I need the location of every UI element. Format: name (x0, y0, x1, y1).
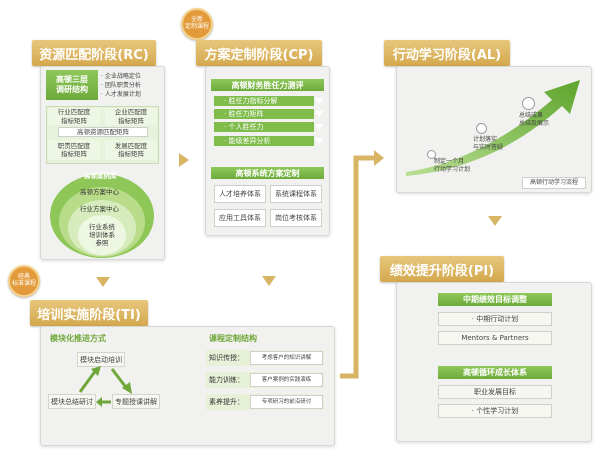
flow-connector-ti-al (340, 150, 384, 379)
al-milestone-dot (476, 123, 487, 134)
al-stage-title: 行动学习阶段(AL) (384, 40, 510, 66)
cp-system-header: 高顿系统方案定制 (211, 167, 324, 179)
ti-custom-row-label: 知识传授： (209, 354, 244, 362)
rc-bullet: · 人才发展计划 (101, 91, 141, 98)
rc-matrix-cell: 企业匹配度 指标矩阵 (105, 108, 157, 125)
cp-assessment-item: · 胜任力指标分解 (214, 96, 314, 106)
ti-custom-row-label: 素养提升： (209, 398, 244, 406)
rc-ring-label: 行业系统 培训体系 参照 (89, 223, 115, 247)
ti-cycle-step: 专题授课讲解 (112, 394, 160, 409)
rc-ring-label: 行业方案中心 (80, 205, 119, 213)
ti-cycle-arrow-bottom (96, 397, 111, 407)
pi-panel (396, 282, 592, 442)
cp-system-item: 系统课程体系 (270, 185, 322, 203)
al-point-label: 总结成果 总结及展示 (519, 112, 550, 127)
al-milestone-dot (522, 97, 535, 110)
cp-assessment-item: · 胜任力矩阵 (214, 109, 314, 119)
al-flow-label: 高顿行动学习流程 (522, 177, 586, 189)
ti-stage-title: 培训实施阶段(TI) (30, 300, 148, 326)
cp-assessment-header: 高顿财务胜任力测评 (211, 79, 324, 91)
cp-stage-title: 方案定制阶段(CP) (196, 40, 322, 66)
cp-assessment-down-arrows (315, 98, 323, 144)
ti-cycle-arrows (78, 366, 132, 394)
al-point-label: 制定一个月 行动学习计划 (434, 158, 471, 173)
ti-custom-row-value: 客户案例的实践演练 (250, 373, 323, 387)
rc-resource-rings (50, 174, 154, 258)
pi-stage-title: 绩效提升阶段(PI) (380, 256, 504, 282)
rc-matrix-cell: 职责匹配度 指标矩阵 (48, 140, 100, 160)
pi-long-header: 高顿循环成长体系 (438, 366, 552, 379)
rc-matrix-center: 高顿资源匹配矩阵 (58, 127, 148, 137)
rc-bullet: · 团队职责分析 (101, 82, 141, 89)
pi-mid-item: · 中期行动计划 (438, 312, 552, 326)
cp-panel (205, 66, 330, 236)
cp-badge: 全新 定制课程 (181, 8, 213, 40)
cp-system-item: 岗位考核体系 (270, 209, 322, 227)
pi-long-item: · 个性学习计划 (438, 404, 552, 418)
al-growth-arrow (406, 80, 580, 176)
pi-long-item: 职业发展目标 (438, 385, 552, 399)
cp-system-item: 应用工具体系 (214, 209, 266, 227)
pi-mid-header: 中期绩效目标调整 (438, 293, 552, 306)
rc-matrix-cell: 行业匹配度 指标矩阵 (48, 108, 100, 125)
ti-modular-title: 模块化推进方式 (50, 334, 106, 343)
al-milestone-dot (427, 150, 436, 159)
ti-badge: 经典 标准课程 (8, 265, 40, 297)
rc-stage-title: 资源匹配阶段(RC) (32, 40, 156, 66)
ti-cycle-step: 模块总结研讨 (48, 394, 96, 409)
cp-assessment-item: · 个人胜任力 (214, 122, 314, 132)
pi-mid-item: Mentors & Partners (438, 331, 552, 345)
flow-arrow-al-pi (488, 216, 502, 226)
rc-structure-label: 高顿三层 调研结构 (46, 70, 98, 100)
cp-system-item: 人才培养体系 (214, 185, 266, 203)
rc-ring-label: 高顿方案中心 (80, 188, 119, 196)
flow-arrow-cp-ti (262, 276, 276, 286)
al-point-label: 计划落实 与实时答疑 (473, 136, 504, 151)
ti-custom-title: 课程定制结构 (209, 334, 257, 343)
rc-matrix-cell: 发展匹配度 指标矩阵 (105, 140, 157, 160)
flow-arrow-rc-cp (179, 153, 189, 167)
ti-cycle-step: 模块启动培训 (77, 352, 125, 367)
cp-assessment-item: · 能级差异分析 (214, 136, 314, 146)
rc-ring-label: 高顿案例库 (84, 172, 117, 180)
rc-bullet: · 企业战略定位 (101, 73, 141, 80)
ti-custom-row-label: 能力训练： (209, 376, 244, 384)
flow-arrow-rc-ti (96, 277, 110, 287)
ti-custom-row-value: 专项研习的前沿研讨 (250, 395, 323, 409)
ti-custom-row-value: 考虑客户的知识讲解 (250, 351, 323, 365)
